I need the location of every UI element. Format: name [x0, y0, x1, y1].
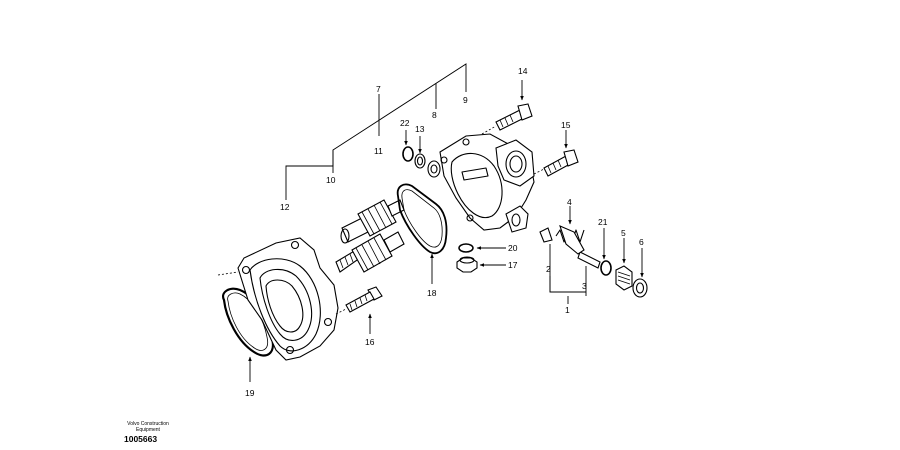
callout-14: 14	[518, 66, 528, 76]
bolt-14	[495, 103, 533, 131]
drive-gear-shaft-10	[335, 231, 405, 273]
washer-6	[632, 278, 648, 298]
callout-10: 10	[326, 175, 336, 185]
nut-5	[615, 265, 633, 291]
o-ring-21	[600, 260, 612, 276]
callout-15: 15	[561, 120, 571, 130]
bolt-15	[543, 149, 579, 177]
brand-label: Volvo Construction Equipment	[118, 421, 178, 433]
brand-line-1: Volvo Construction	[127, 421, 169, 427]
rear-housing-9	[439, 125, 547, 233]
callout-22: 22	[400, 118, 410, 128]
callout-11: 11	[374, 146, 383, 156]
callout-21: 21	[598, 217, 608, 227]
callout-5: 5	[621, 228, 626, 238]
document-number: 1005663	[124, 434, 158, 444]
callout-4: 4	[567, 197, 572, 207]
callout-2: 2	[546, 264, 551, 274]
poppet-2	[539, 227, 553, 243]
callout-16: 16	[365, 337, 375, 347]
callout-3: 3	[582, 281, 587, 291]
snap-ring-22	[402, 146, 414, 162]
callout-20: 20	[508, 243, 518, 253]
callout-19: 19	[245, 388, 255, 398]
callout-9: 9	[463, 95, 468, 105]
callout-leaders	[248, 80, 644, 382]
front-housing-12	[217, 237, 339, 361]
callout-12: 12	[280, 202, 290, 212]
driven-gear-11	[340, 199, 405, 244]
callout-7: 7	[376, 84, 381, 94]
gasket-18	[396, 183, 448, 255]
callout-6: 6	[639, 237, 644, 247]
valve-stem-4	[559, 225, 585, 255]
brand-line-2: Equipment	[136, 427, 160, 433]
bearing-8	[427, 160, 441, 178]
callout-1: 1	[565, 305, 570, 315]
o-ring-20	[458, 243, 474, 253]
callout-8: 8	[432, 110, 437, 120]
callout-17: 17	[508, 260, 518, 270]
plug-17	[456, 256, 478, 273]
bolt-16	[335, 286, 383, 315]
seal-13	[414, 153, 426, 169]
callout-18: 18	[427, 288, 437, 298]
leader-bracket-top	[285, 63, 467, 200]
callout-numbers: 14 15 7 8 9 22 13 11 10 12 4 21 5 6 20 1…	[245, 66, 644, 398]
callout-13: 13	[415, 124, 425, 134]
